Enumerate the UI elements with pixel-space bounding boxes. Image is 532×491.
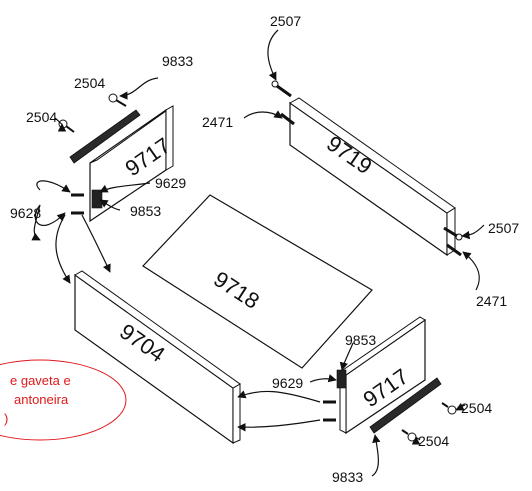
part-code-rail: 9833: [162, 53, 193, 69]
note-line-1: e gaveta e: [10, 373, 71, 388]
part-code-screw: 2504: [461, 400, 492, 416]
screw-icon: [441, 402, 457, 415]
dowel-icon: [446, 243, 462, 257]
part-code-dowel: 2471: [476, 293, 507, 309]
bolt-icon: [271, 80, 292, 98]
dowel-icon: [323, 400, 336, 422]
part-code-screw: 2504: [74, 75, 105, 91]
dowel-icon: [71, 193, 84, 215]
part-code-pin: 9853: [130, 203, 161, 219]
part-code-bolt: 2507: [270, 13, 301, 29]
right-side-panel: 9717: [336, 316, 426, 435]
part-code-dowel: 9628: [10, 205, 41, 221]
bottom-panel: 9718: [142, 194, 373, 369]
part-code-dowel: 2471: [202, 114, 233, 130]
part-code-screw: 2504: [418, 433, 449, 449]
part-code-rail: 9833: [332, 469, 363, 485]
left-side-panel: 9717: [89, 105, 175, 223]
part-code-pin: 9853: [345, 332, 376, 348]
dowel-icon: [280, 112, 295, 126]
note-line-2: antoneira: [14, 392, 69, 407]
part-code-bolt: 2507: [488, 220, 519, 236]
screw-icon: [58, 119, 75, 133]
part-code-cam: 9629: [272, 375, 303, 391]
front-panel: 9704: [74, 270, 241, 445]
rail-top-left: [69, 109, 141, 164]
part-code-cam: 9629: [155, 175, 186, 191]
note-bubble: e gaveta e antoneira ): [0, 359, 127, 441]
back-panel: 9719: [289, 97, 456, 257]
screw-icon: [401, 429, 417, 442]
screw-icon: [108, 93, 127, 107]
part-code-screw: 2504: [26, 109, 57, 125]
rail-bottom-right: [369, 377, 442, 434]
note-line-3: ): [4, 411, 8, 426]
